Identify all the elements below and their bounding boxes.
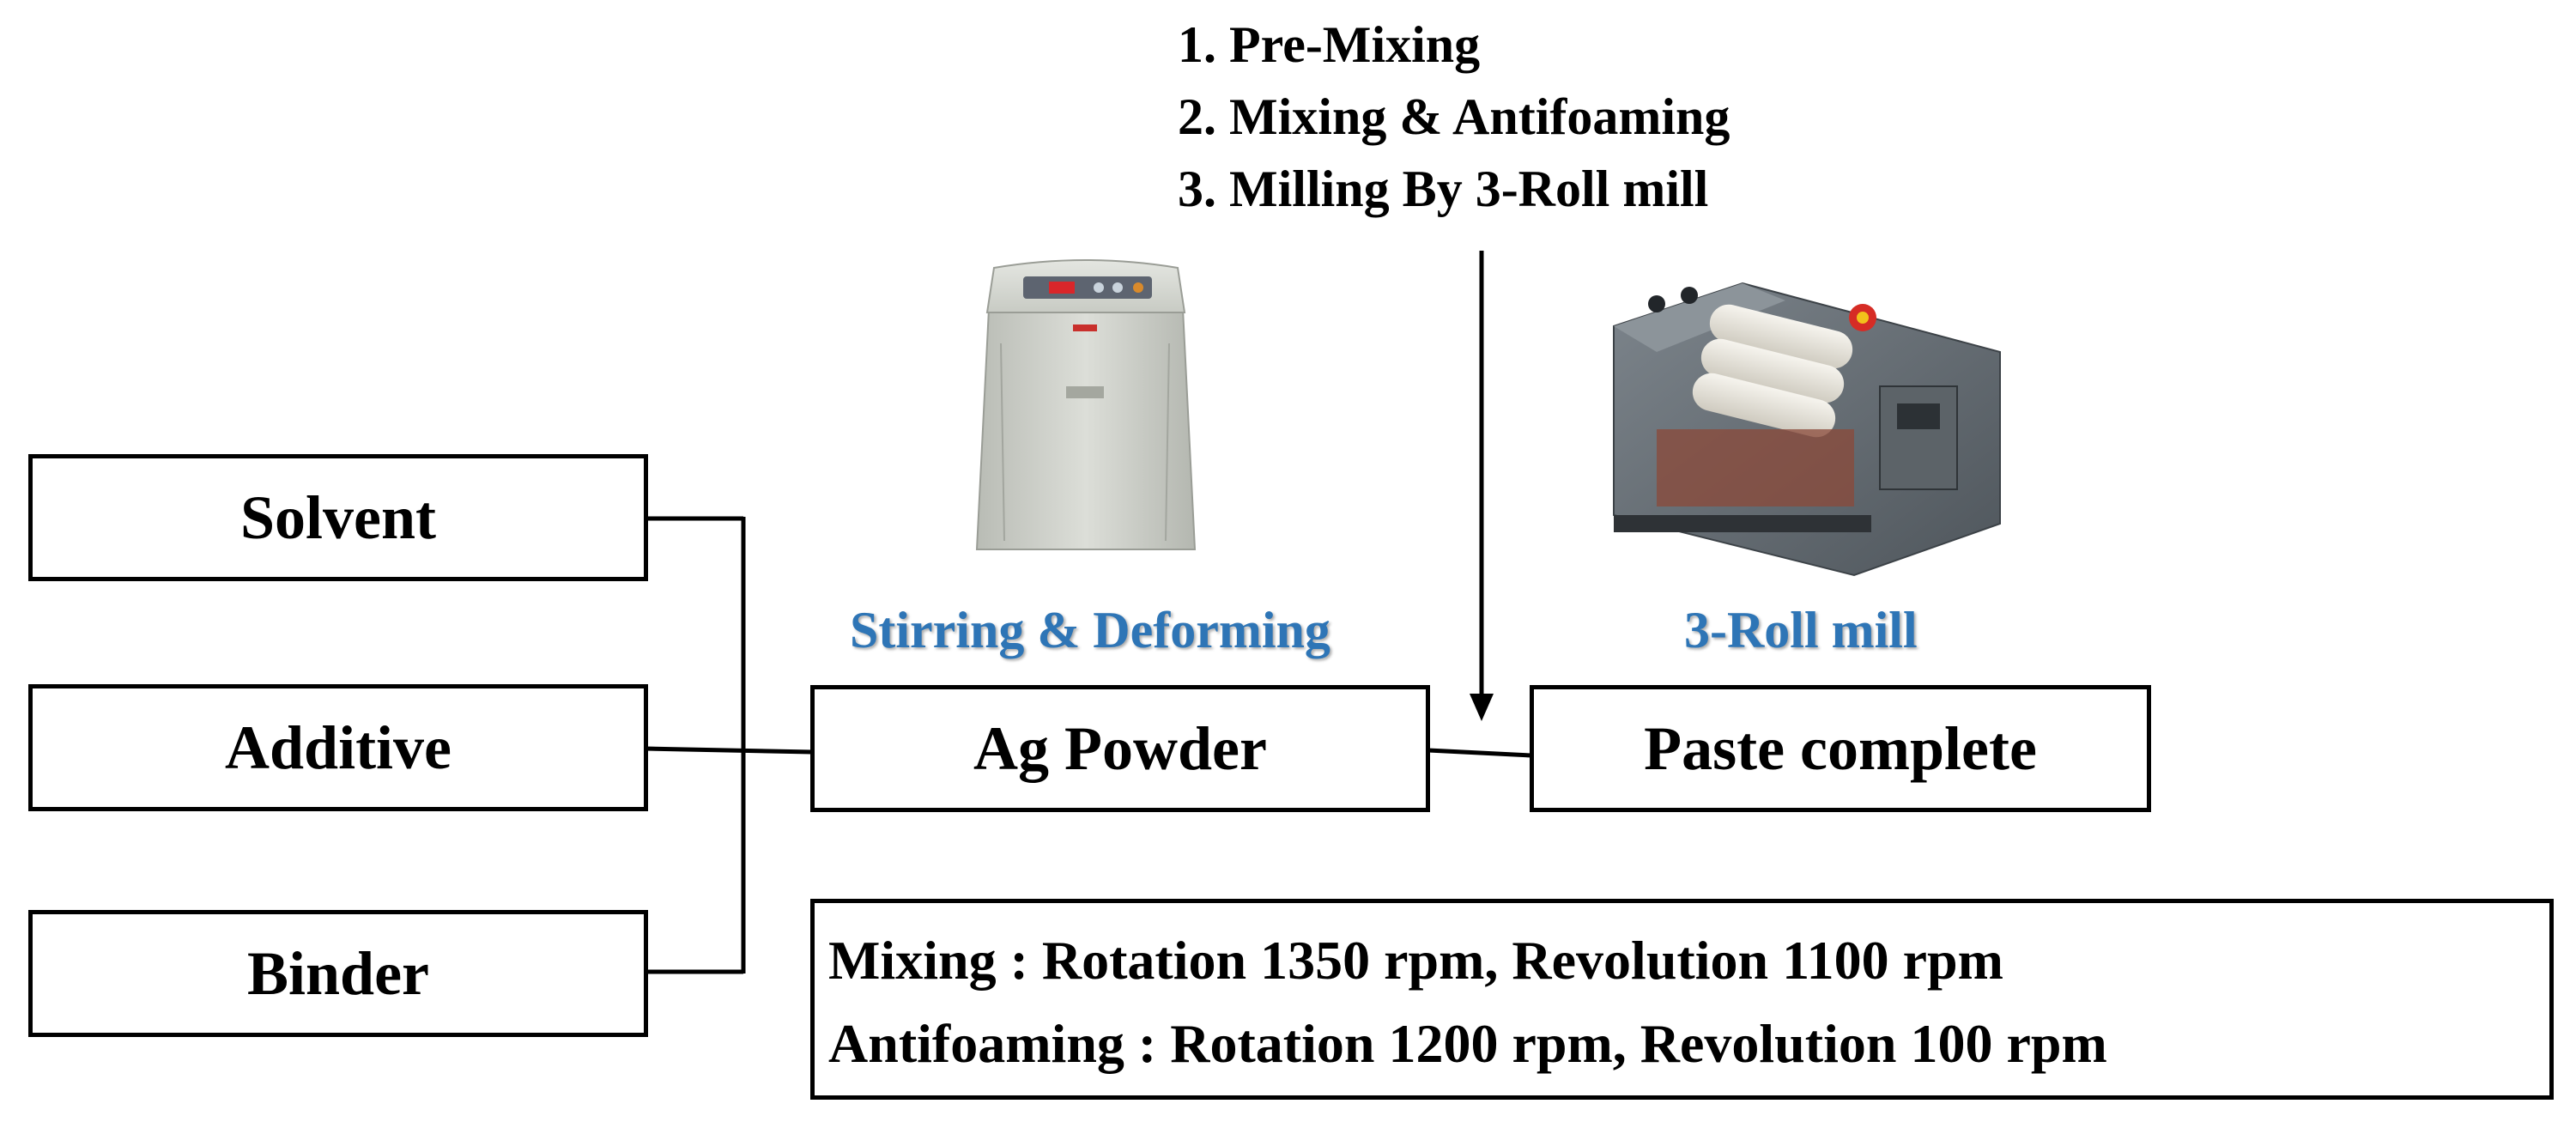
ag-powder-box: Ag Powder bbox=[810, 685, 1430, 812]
additive-box: Additive bbox=[28, 684, 648, 811]
additive-label: Additive bbox=[225, 713, 452, 784]
ag-powder-label: Ag Powder bbox=[973, 713, 1267, 785]
antifoaming-condition-line: Antifoaming : Rotation 1200 rpm, Revolut… bbox=[828, 1002, 2549, 1085]
process-step: 3. Milling By 3-Roll mill bbox=[1178, 153, 1730, 225]
mixing-condition-line: Mixing : Rotation 1350 rpm, Revolution 1… bbox=[828, 919, 2549, 1002]
solvent-label: Solvent bbox=[240, 482, 436, 554]
process-steps: 1. Pre-Mixing 2. Mixing & Antifoaming 3.… bbox=[1178, 9, 1730, 225]
solvent-box: Solvent bbox=[28, 454, 648, 581]
additive-connector bbox=[646, 749, 812, 752]
paste-complete-box: Paste complete bbox=[1530, 685, 2151, 812]
binder-box: Binder bbox=[28, 910, 648, 1037]
roll-mill-caption: 3-Roll mill bbox=[1684, 601, 1918, 660]
process-step: 1. Pre-Mixing bbox=[1178, 9, 1730, 81]
mixer-caption: Stirring & Deforming bbox=[850, 601, 1330, 660]
paste-complete-label: Paste complete bbox=[1644, 713, 2037, 785]
roll-mill-machine-icon bbox=[1597, 266, 2009, 584]
process-step: 2. Mixing & Antifoaming bbox=[1178, 81, 1730, 153]
mixing-conditions-box: Mixing : Rotation 1350 rpm, Revolution 1… bbox=[810, 899, 2554, 1100]
binder-label: Binder bbox=[247, 938, 429, 1010]
powder-paste-connector bbox=[1428, 750, 1531, 755]
mixer-machine-icon bbox=[970, 258, 1202, 567]
process-arrow-head bbox=[1470, 694, 1494, 721]
